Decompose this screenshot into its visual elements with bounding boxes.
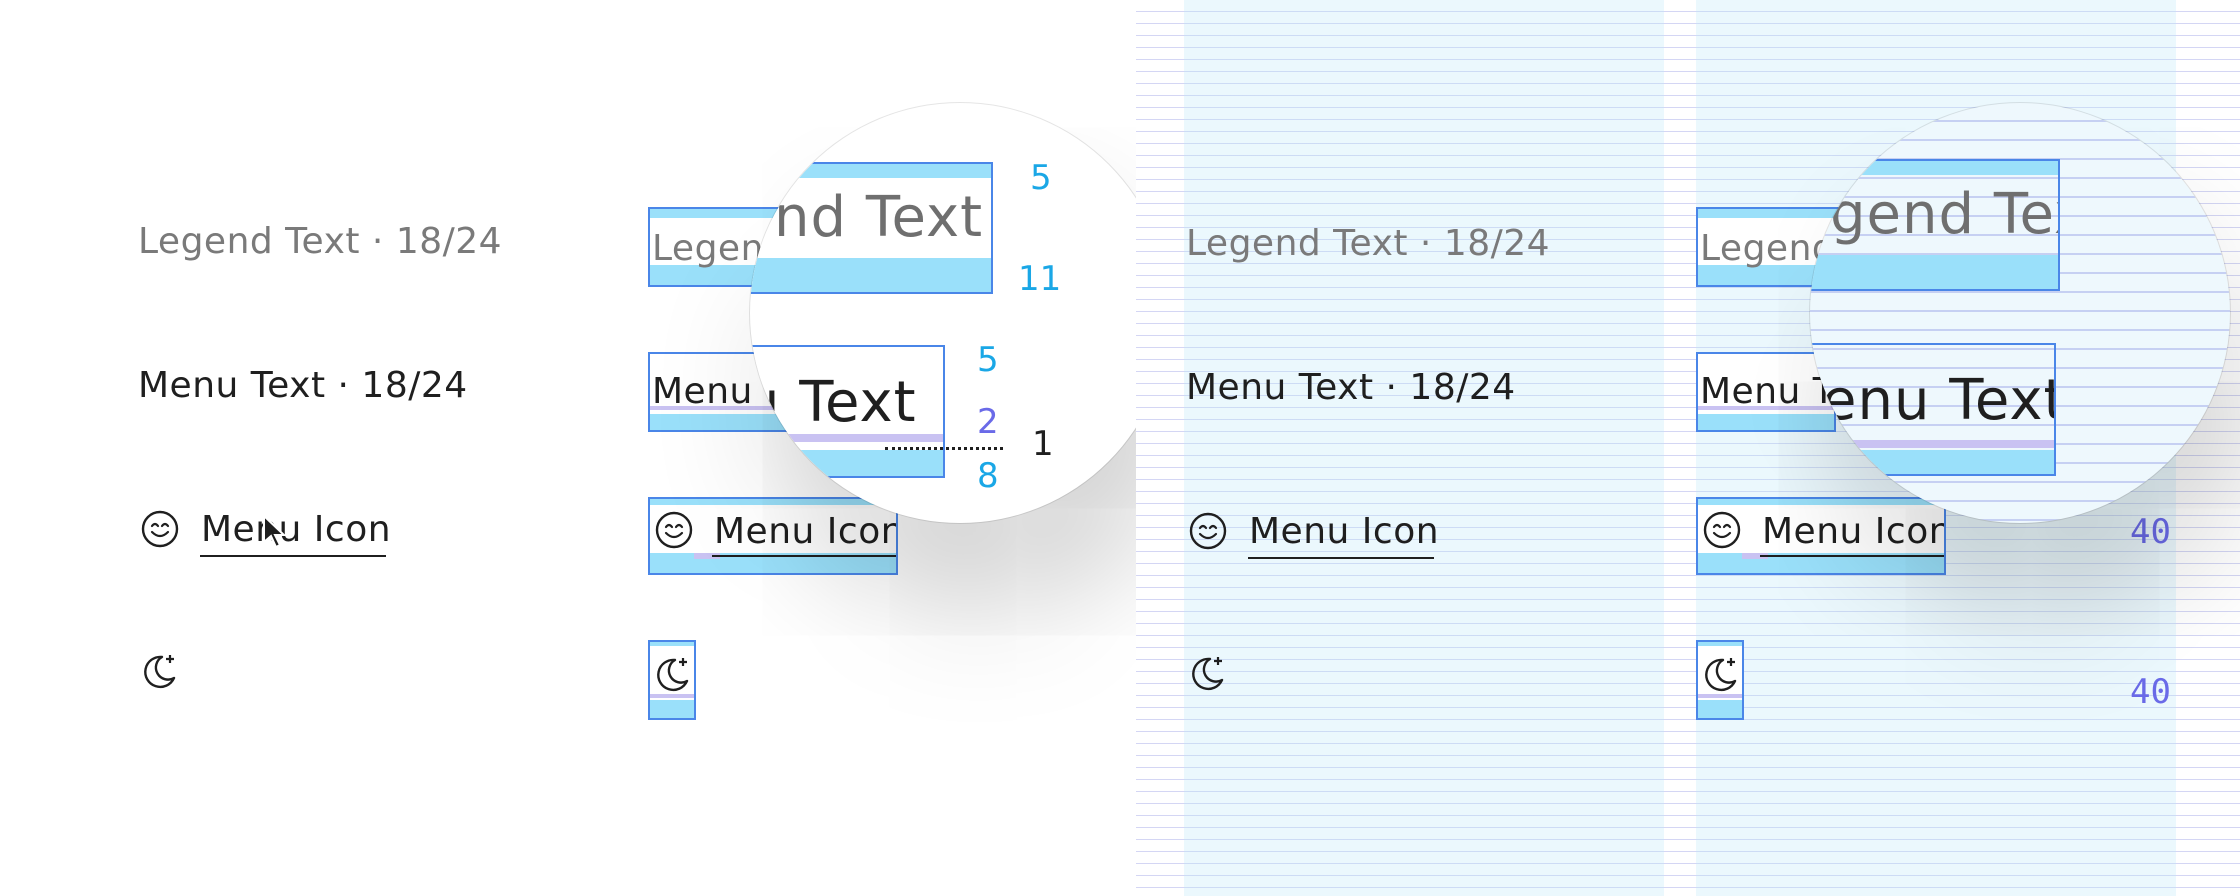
grid-menu-divider-band bbox=[1698, 406, 1834, 410]
magnifier-lens-spacing: nd Text u Text 5 11 5 2 1 8 bbox=[750, 103, 1170, 523]
grid-moon-gap-band bbox=[1698, 694, 1742, 698]
legend-text-sample: Legend Text · 18/24 bbox=[138, 221, 503, 262]
menu-icon-gap-band bbox=[694, 553, 720, 559]
spec-legend-top: 5 bbox=[1030, 158, 1052, 198]
divider-measure-line bbox=[885, 447, 1003, 450]
zoom-grid-menu-pad-bottom bbox=[1810, 450, 2054, 474]
zoom-legend-box: nd Text bbox=[750, 162, 993, 294]
zoom-grid-legend-pad-top bbox=[1810, 161, 2058, 175]
menu-icon-underline bbox=[200, 555, 386, 557]
grid-menu-text: Menu Text · 18/24 bbox=[1186, 367, 1516, 408]
menu-divider-band bbox=[650, 406, 786, 410]
grid-column-1 bbox=[1184, 0, 1664, 896]
grid-moon-pad-bottom bbox=[1698, 700, 1742, 718]
smiley-icon bbox=[141, 510, 179, 548]
grid-menu-icon-underline bbox=[1248, 557, 1434, 559]
smiley-icon bbox=[655, 511, 693, 549]
grid-menu-icon-redline-box: Menu Icon bbox=[1696, 497, 1946, 575]
zoom-grid-menu-text: enu Text bbox=[1822, 368, 2056, 433]
moon-star-icon bbox=[144, 655, 176, 689]
moon-gap-band bbox=[650, 694, 694, 698]
menu-icon-label: Menu Icon bbox=[201, 509, 392, 550]
grid-menu-redline-text: Menu T bbox=[1700, 371, 1836, 412]
zoom-grid-menu-divider-band bbox=[1810, 440, 2054, 448]
moon-star-icon bbox=[1705, 658, 1737, 692]
zoom-grid-legend-box: gend Text bbox=[1810, 159, 2060, 291]
menu-icon-redline-underline bbox=[712, 555, 896, 557]
grid-menu-icon-redline-label: Menu Icon bbox=[1762, 511, 1946, 552]
grid-legend-pad-bottom bbox=[1698, 265, 1844, 285]
zoom-legend-pad-top bbox=[750, 164, 991, 178]
menu-redline-box: Menu bbox=[648, 352, 788, 432]
moon-star-icon bbox=[657, 658, 689, 692]
moon-padding-top bbox=[650, 642, 694, 646]
legend-padding-top bbox=[650, 209, 796, 218]
zoom-grid-legend-pad-bottom bbox=[1810, 255, 2058, 289]
grid-legend-pad-top bbox=[1698, 209, 1844, 218]
smiley-icon bbox=[1189, 512, 1227, 550]
grid-moon-pad-top bbox=[1698, 642, 1742, 646]
zoom-legend-text: nd Text bbox=[774, 185, 984, 250]
moon-redline-box bbox=[648, 640, 696, 720]
grid-menu-icon-pad-top bbox=[1698, 499, 1944, 505]
menu-icon-redline-box: Menu Icon bbox=[648, 497, 898, 575]
zoom-menu-pad-bottom bbox=[750, 450, 943, 476]
spec-menu-top: 5 bbox=[977, 340, 999, 380]
moon-padding-bottom bbox=[650, 700, 694, 718]
grid-legend-text: Legend Text · 18/24 bbox=[1186, 223, 1551, 264]
zoom-legend-pad-bottom bbox=[750, 258, 991, 292]
zoom-menu-box: u Text bbox=[750, 345, 945, 478]
grid-menu-icon-gap-band bbox=[1742, 553, 1768, 559]
grid-menu-pad-bottom bbox=[1698, 414, 1834, 430]
spec-legend-bottom: 11 bbox=[1018, 259, 1062, 299]
menu-icon-redline-label: Menu Icon bbox=[714, 511, 898, 552]
smiley-icon bbox=[1703, 511, 1741, 549]
grid-menu-redline-box: Menu T bbox=[1696, 352, 1836, 432]
height-moon-icon: 40 bbox=[2130, 672, 2171, 712]
cursor-arrow-icon bbox=[263, 514, 287, 549]
spec-divider: 1 bbox=[1032, 424, 1054, 464]
moon-star-icon bbox=[1192, 657, 1224, 691]
menu-redline-text: Menu bbox=[652, 371, 753, 412]
grid-menu-icon-redline-underline bbox=[1760, 555, 1944, 557]
zoom-grid-menu-box: enu Text bbox=[1810, 343, 2056, 476]
spec-menu-mid: 2 bbox=[977, 402, 999, 442]
baseline-grid-panel: Legend Text · 18/24 Menu Text · 18/24 Me… bbox=[1136, 0, 2240, 896]
menu-text-sample: Menu Text · 18/24 bbox=[138, 365, 468, 406]
zoom-grid-legend-text: gend Text bbox=[1830, 182, 2058, 247]
magnifier-lens-grid: gend Text enu Text bbox=[1810, 103, 2230, 523]
menu-icon-padding-top bbox=[650, 499, 896, 505]
height-menu-icon: 40 bbox=[2130, 512, 2171, 552]
zoom-menu-divider-band bbox=[750, 434, 943, 442]
spec-menu-bottom: 8 bbox=[977, 456, 999, 496]
zoom-menu-text: u Text bbox=[750, 370, 917, 435]
grid-menu-icon-label: Menu Icon bbox=[1249, 511, 1440, 552]
grid-moon-redline-box bbox=[1696, 640, 1744, 720]
